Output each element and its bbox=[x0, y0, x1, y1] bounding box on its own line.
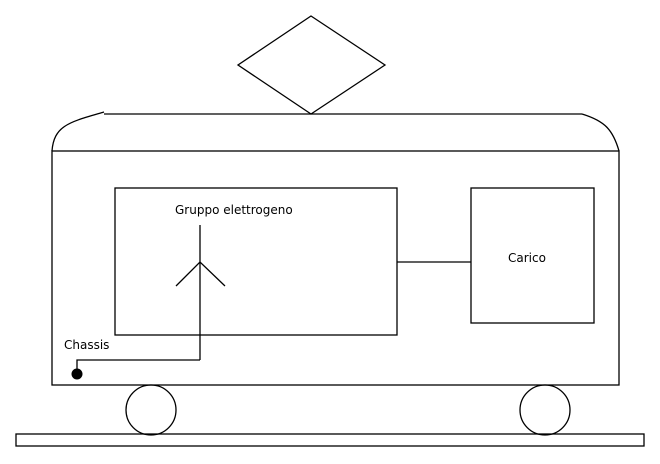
ground-wire bbox=[76, 359, 200, 373]
pantograph bbox=[236, 15, 387, 115]
load-box bbox=[470, 187, 595, 324]
generator-label: Gruppo elettrogeno bbox=[175, 203, 293, 217]
roof-right-curve bbox=[581, 113, 620, 152]
car-body bbox=[51, 150, 620, 386]
roof-left-curve bbox=[51, 111, 105, 152]
rail bbox=[15, 433, 645, 447]
wheel-right bbox=[519, 384, 571, 436]
chassis-ground-dot bbox=[71, 368, 83, 380]
wheel-left bbox=[125, 384, 177, 436]
chassis-label: Chassis bbox=[64, 338, 109, 352]
generator-symbol-arrow bbox=[175, 261, 226, 287]
load-label: Carico bbox=[508, 251, 546, 265]
